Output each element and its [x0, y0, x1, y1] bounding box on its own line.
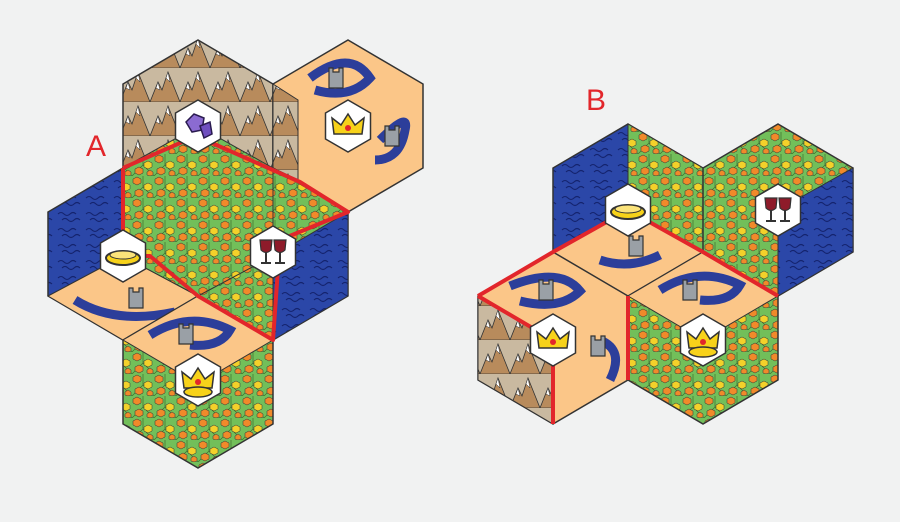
- castle-icon: [128, 287, 144, 309]
- layout-label-a: A: [86, 130, 106, 163]
- castle-icon: [538, 279, 554, 301]
- castle-icon: [628, 235, 644, 257]
- castle-icon: [384, 125, 400, 147]
- crown-icon: [529, 313, 577, 367]
- road-path: [307, 58, 376, 98]
- castle-icon: [590, 335, 606, 357]
- coin-icon: [604, 183, 652, 237]
- coin-icon: [99, 229, 147, 283]
- road-path: [147, 316, 237, 350]
- castle-icon: [178, 323, 194, 345]
- castle-icon: [328, 67, 344, 89]
- road-path: [598, 250, 663, 269]
- wine-icon: [754, 183, 802, 237]
- road-path: [657, 271, 747, 305]
- crown-coin-icon: [679, 313, 727, 367]
- crown-icon: [324, 99, 372, 153]
- wine-icon: [249, 225, 297, 279]
- gems-icon: [174, 99, 222, 153]
- crown-coin-icon: [174, 353, 222, 407]
- castle-icon: [682, 279, 698, 301]
- road-path: [508, 272, 587, 309]
- layout-b: [476, 123, 854, 425]
- road-path: [72, 296, 176, 321]
- layout-label-b: B: [586, 84, 606, 117]
